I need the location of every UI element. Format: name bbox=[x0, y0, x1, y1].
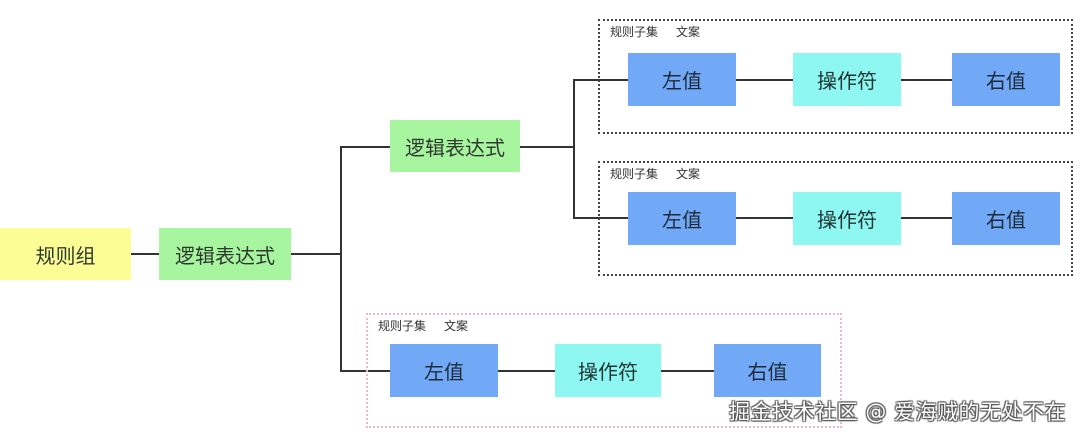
connector-left-operator-1 bbox=[736, 79, 793, 81]
connector-to-subset-2 bbox=[573, 217, 629, 219]
left-value-node-1[interactable]: 左值 bbox=[628, 53, 736, 106]
operator-node-1[interactable]: 操作符 bbox=[793, 53, 901, 106]
left-value-label: 左值 bbox=[662, 69, 702, 93]
operator-node-3[interactable]: 操作符 bbox=[555, 344, 661, 397]
rule-subset-label: 规则子集 bbox=[378, 319, 427, 333]
nested-logic-expression-label: 逻辑表达式 bbox=[405, 135, 505, 160]
rule-subset-2[interactable]: 规则子集 文案 bbox=[598, 161, 1073, 276]
right-value-label: 右值 bbox=[747, 360, 788, 384]
operator-node-2[interactable]: 操作符 bbox=[793, 192, 901, 245]
connector-operator-right-1 bbox=[901, 79, 952, 81]
left-value-node-3[interactable]: 左值 bbox=[390, 344, 498, 397]
operator-label: 操作符 bbox=[578, 360, 638, 384]
right-value-node-3[interactable]: 右值 bbox=[714, 344, 821, 397]
right-value-label: 右值 bbox=[986, 208, 1026, 232]
rule-subset-1-header: 规则子集 文案 bbox=[610, 23, 700, 40]
right-value-label: 右值 bbox=[986, 69, 1026, 93]
rule-subset-3-header: 规则子集 文案 bbox=[378, 317, 468, 334]
connector-to-subset-1 bbox=[573, 79, 629, 81]
connector-to-subset-3 bbox=[340, 370, 390, 372]
logic-expression-node[interactable]: 逻辑表达式 bbox=[159, 228, 291, 280]
connector-root-to-expression bbox=[131, 253, 159, 255]
left-value-node-2[interactable]: 左值 bbox=[628, 192, 736, 245]
operator-label: 操作符 bbox=[817, 208, 877, 232]
watermark: 掘金技术社区 @ 爱海贼的无处不在 bbox=[729, 400, 1066, 424]
operator-label: 操作符 bbox=[817, 69, 877, 93]
connector-to-nested-expression bbox=[340, 146, 390, 148]
connector-branch-vertical bbox=[573, 79, 575, 219]
rule-subset-3[interactable]: 规则子集 文案 bbox=[366, 313, 842, 428]
connector-left-operator-3 bbox=[498, 370, 555, 372]
connector-left-operator-2 bbox=[736, 217, 793, 219]
right-value-node-1[interactable]: 右值 bbox=[952, 53, 1060, 106]
nested-logic-expression-node[interactable]: 逻辑表达式 bbox=[390, 120, 520, 172]
connector-operator-right-2 bbox=[901, 217, 952, 219]
rule-subset-caption: 文案 bbox=[676, 25, 701, 39]
connector-expression-out bbox=[291, 253, 341, 255]
right-value-node-2[interactable]: 右值 bbox=[952, 192, 1060, 245]
rule-subset-label: 规则子集 bbox=[610, 167, 659, 181]
rule-subset-2-header: 规则子集 文案 bbox=[610, 165, 700, 182]
logic-expression-label: 逻辑表达式 bbox=[175, 243, 275, 268]
connector-nested-expression-out bbox=[520, 146, 574, 148]
connector-trunk-vertical bbox=[340, 146, 342, 372]
rule-group-node[interactable]: 规则组 bbox=[0, 228, 131, 280]
rule-subset-1[interactable]: 规则子集 文案 bbox=[598, 19, 1073, 134]
left-value-label: 左值 bbox=[662, 208, 702, 232]
rule-subset-caption: 文案 bbox=[444, 319, 469, 333]
rule-group-label: 规则组 bbox=[35, 243, 96, 268]
left-value-label: 左值 bbox=[424, 360, 464, 384]
connector-operator-right-3 bbox=[661, 370, 714, 372]
rule-subset-caption: 文案 bbox=[676, 167, 701, 181]
rule-subset-label: 规则子集 bbox=[610, 25, 659, 39]
